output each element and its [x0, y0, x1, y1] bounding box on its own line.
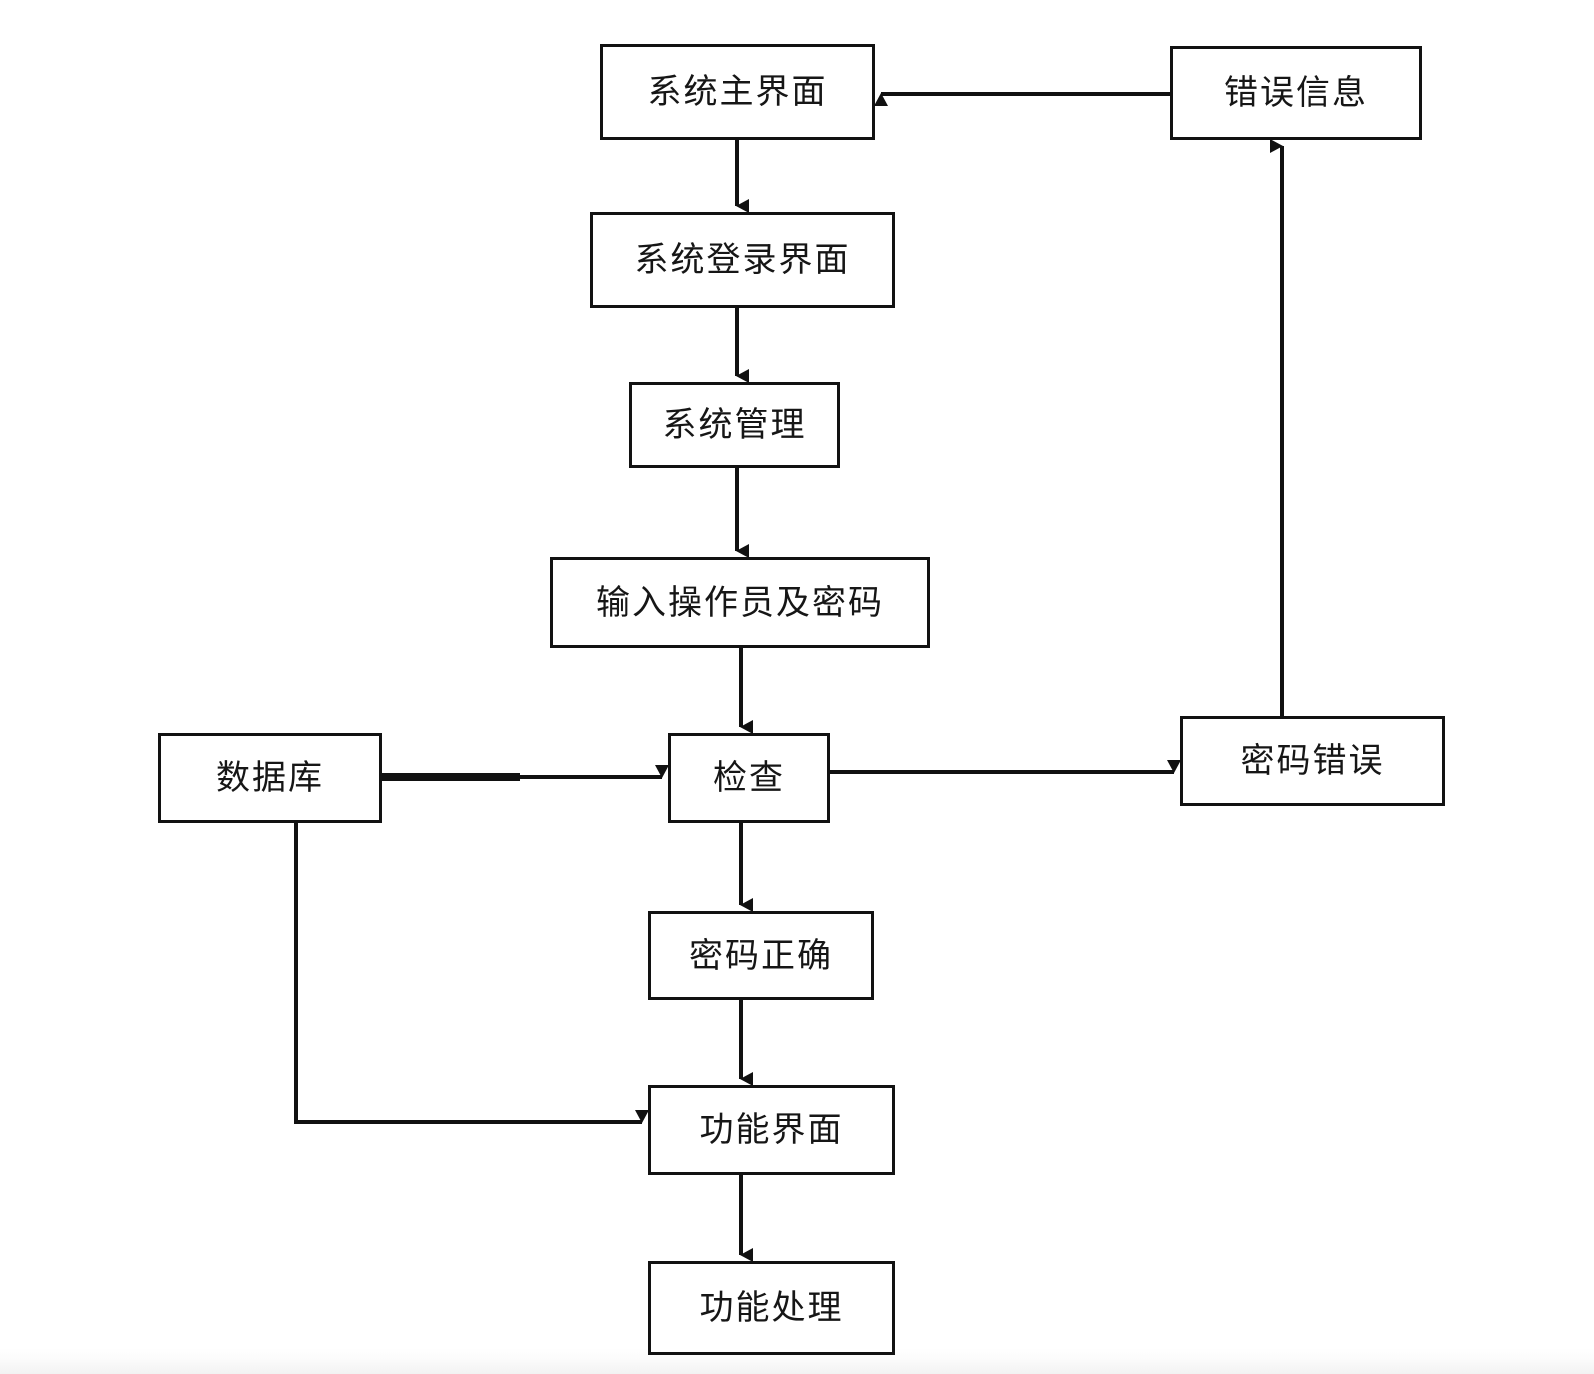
node-database-label: 数据库 — [216, 758, 324, 798]
node-sys-manage[interactable]: 系统管理 — [629, 382, 840, 468]
node-feature-ui-label: 功能界面 — [699, 1110, 844, 1150]
node-database[interactable]: 数据库 — [158, 733, 382, 823]
node-password-correct-label: 密码正确 — [689, 935, 833, 976]
node-sys-manage-label: 系统管理 — [662, 405, 807, 445]
node-check-label: 检查 — [713, 758, 785, 798]
node-main-ui-label: 系统主界面 — [647, 72, 828, 112]
node-login-ui-label: 系统登录界面 — [634, 240, 851, 280]
node-feature-ui[interactable]: 功能界面 — [648, 1085, 895, 1175]
node-error-message[interactable]: 错误信息 — [1170, 46, 1422, 140]
node-main-ui[interactable]: 系统主界面 — [600, 44, 875, 140]
node-feature-processing-label: 功能处理 — [699, 1288, 844, 1328]
node-password-incorrect[interactable]: 密码错误 — [1180, 716, 1445, 806]
node-input-credentials[interactable]: 输入操作员及密码 — [550, 557, 930, 648]
node-feature-processing[interactable]: 功能处理 — [648, 1261, 895, 1355]
node-password-incorrect-label: 密码错误 — [1240, 741, 1385, 781]
edge-database-to-feature-ui — [294, 823, 649, 1124]
node-login-ui[interactable]: 系统登录界面 — [590, 212, 895, 308]
node-check[interactable]: 检查 — [668, 733, 830, 823]
node-input-credentials-label: 输入操作员及密码 — [596, 582, 884, 623]
node-error-message-label: 错误信息 — [1224, 73, 1368, 113]
node-password-correct[interactable]: 密码正确 — [648, 911, 874, 1000]
